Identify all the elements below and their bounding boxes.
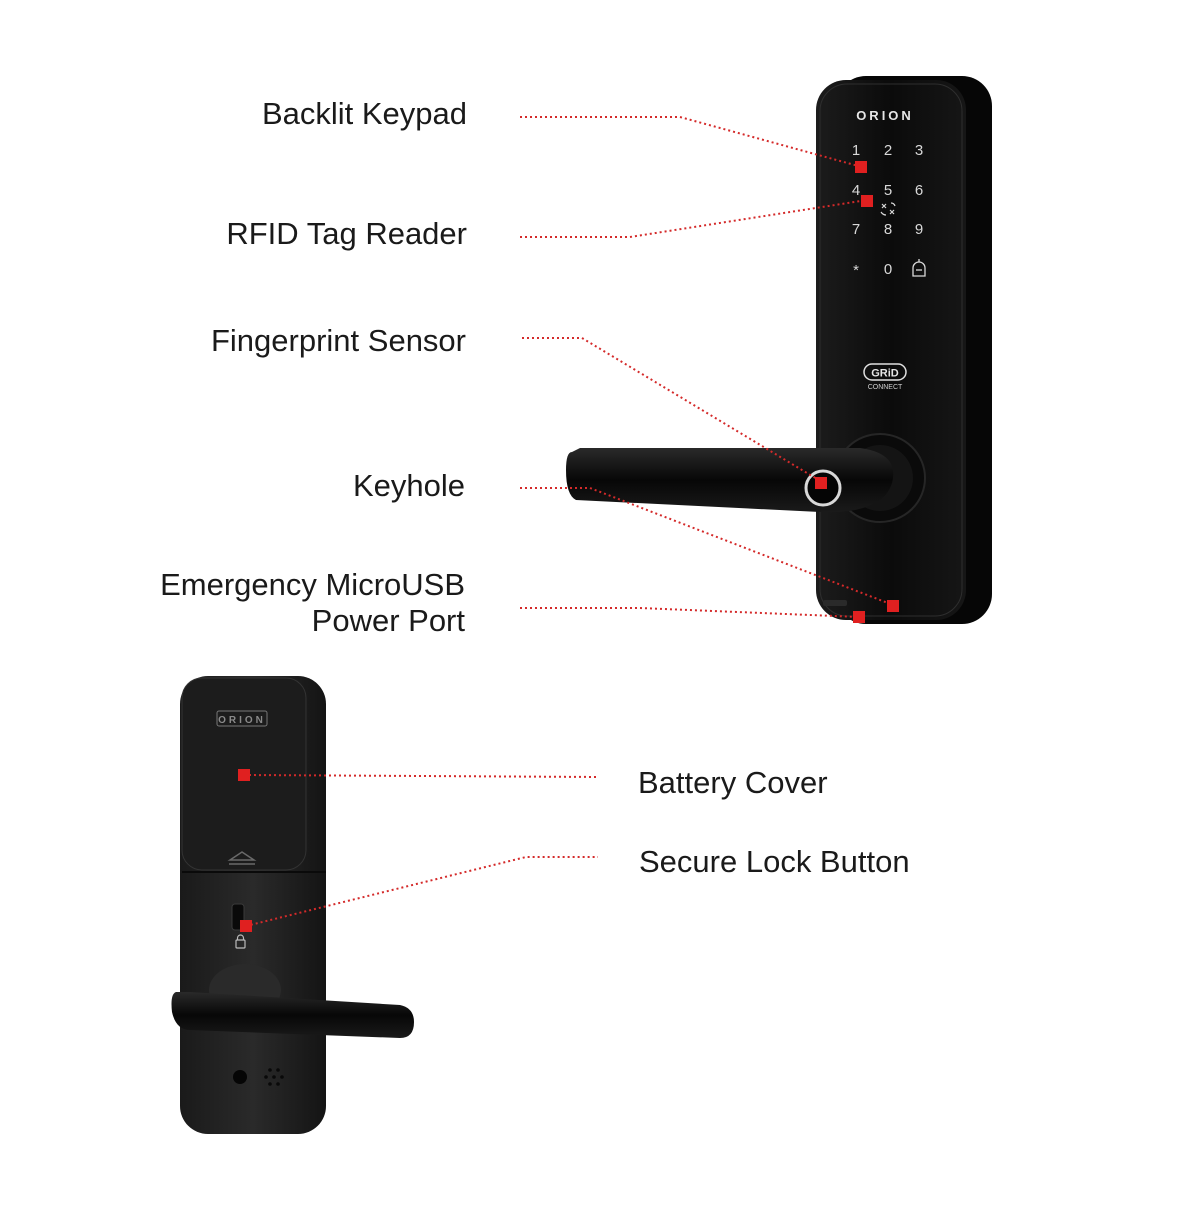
leader-lines	[243, 116, 894, 927]
eject-arrow-icon	[227, 851, 257, 861]
keypad: 1 2 3 4 5 6 7 8 9 * 0	[852, 142, 926, 279]
front-lock-faceplate	[816, 80, 966, 620]
marker-backlit-keypad	[855, 161, 867, 173]
front-lock: ORION 1 2 3 4 5 6 7 8 9 * 0 GRi	[566, 76, 992, 624]
marker-fingerprint-sensor	[815, 477, 827, 489]
back-keyhole-icon	[233, 1070, 247, 1084]
key-8[interactable]: 8	[884, 221, 892, 238]
key-star[interactable]: *	[853, 262, 859, 279]
label-rfid-reader: RFID Tag Reader	[226, 216, 467, 251]
key-9[interactable]: 9	[915, 221, 923, 238]
back-lock: ORION	[171, 676, 415, 1134]
back-brand-logo: ORION	[218, 715, 266, 726]
marker-rfid-reader	[861, 195, 873, 207]
label-usb-port-line2: Power Port	[311, 603, 465, 638]
key-6[interactable]: 6	[915, 182, 923, 199]
back-lever-handle[interactable]	[171, 992, 415, 1038]
label-usb-port-line1: Emergency MicroUSB	[160, 567, 465, 602]
microusb-port	[823, 600, 847, 606]
leader-fingerprint-sensor	[522, 337, 823, 483]
label-secure-lock-button: Secure Lock Button	[639, 844, 910, 879]
label-battery-cover: Battery Cover	[638, 765, 828, 800]
key-0[interactable]: 0	[884, 261, 892, 278]
marker-usb-port	[853, 611, 865, 623]
front-brand-logo: ORION	[856, 108, 914, 123]
key-7[interactable]: 7	[852, 221, 860, 238]
grid-logo-subtext: CONNECT	[868, 384, 903, 391]
key-2[interactable]: 2	[884, 142, 892, 159]
key-3[interactable]: 3	[915, 142, 923, 159]
label-backlit-keypad: Backlit Keypad	[261, 96, 467, 131]
speaker-grille-icon	[264, 1068, 284, 1086]
callout-markers	[238, 161, 899, 932]
grid-logo-text: GRiD	[871, 368, 899, 380]
rfid-icon	[880, 202, 896, 216]
marker-keyhole	[887, 600, 899, 612]
leader-usb-port	[520, 607, 860, 618]
leader-rfid-reader	[520, 199, 868, 238]
marker-secure-lock-button	[240, 920, 252, 932]
grid-connect-logo: GRiD CONNECT	[863, 363, 907, 391]
marker-battery-cover	[238, 769, 250, 781]
key-5[interactable]: 5	[884, 182, 892, 199]
leader-battery-cover	[243, 774, 599, 778]
leader-backlit-keypad	[520, 116, 863, 168]
label-fingerprint-sensor: Fingerprint Sensor	[210, 323, 466, 358]
leader-secure-lock-button	[245, 856, 598, 927]
label-keyhole: Keyhole	[352, 468, 465, 503]
key-4[interactable]: 4	[852, 182, 860, 199]
leader-keyhole	[520, 487, 894, 606]
doorbell-icon[interactable]	[912, 259, 926, 277]
lock-icon	[235, 934, 246, 949]
front-lever-handle[interactable]	[566, 448, 894, 513]
key-1[interactable]: 1	[852, 142, 860, 159]
